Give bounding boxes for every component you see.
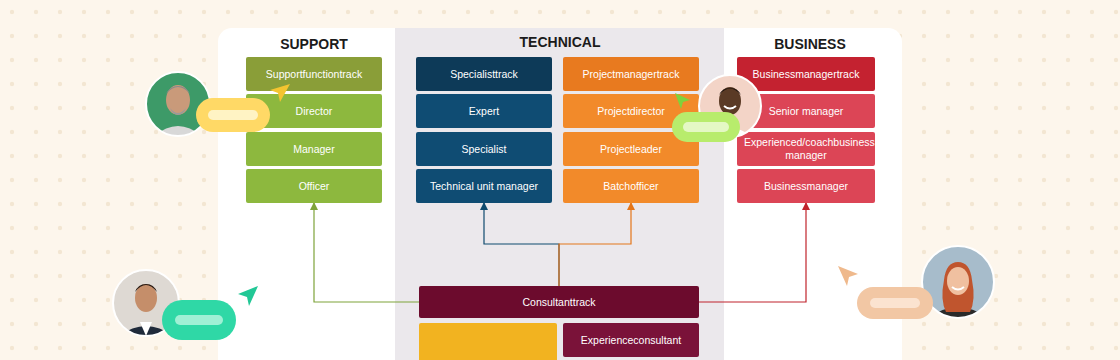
avatar <box>113 270 179 340</box>
avatar-ring <box>113 270 179 336</box>
track-box: Specialist <box>416 132 552 166</box>
connector <box>484 203 559 286</box>
box-label: Projectleader <box>600 143 662 156</box>
track-box: Technical unit manager <box>416 169 552 203</box>
track-box: Director <box>246 94 382 128</box>
cursor-arrow <box>675 93 690 109</box>
cursor-arrow <box>238 286 258 306</box>
track-box: Consultanttrack <box>419 286 699 318</box>
box-label: Manager <box>293 143 334 156</box>
column-heading: BUSINESS <box>774 36 846 52</box>
column-heading: TECHNICAL <box>520 34 601 50</box>
pill <box>162 300 236 340</box>
box-label: Businessmanagertrack <box>753 68 860 81</box>
pill <box>672 112 740 142</box>
avatar <box>699 75 761 142</box>
technical-band <box>395 28 724 360</box>
pill <box>857 287 933 319</box>
track-box: Officer <box>246 169 382 203</box>
box-label: Expert <box>469 105 499 118</box>
box-label: Senior manager <box>769 105 844 118</box>
cursor-arrow <box>270 84 290 102</box>
column-heading: SUPPORT <box>280 36 348 52</box>
box-label: Consultanttrack <box>523 296 596 309</box>
track-box: Manager <box>246 132 382 166</box>
box-label: Batchofficer <box>603 180 658 193</box>
pill <box>196 98 270 132</box>
cursor-arrow <box>838 266 858 286</box>
track-box: Experienced/coachbusiness manager <box>737 132 875 166</box>
avatar-ring <box>922 246 994 318</box>
box-label: Specialist <box>462 143 507 156</box>
box-label: Supportfunctiontrack <box>266 68 362 81</box>
pill-bar <box>208 110 258 120</box>
track-box: Specialisttrack <box>416 57 552 91</box>
box-label: Officer <box>299 180 330 193</box>
box-label: Specialisttrack <box>450 68 518 81</box>
track-box: Businessmanagertrack <box>737 57 875 91</box>
track-box: Businessmanager <box>737 169 875 203</box>
track-box: Senior manager <box>737 94 875 128</box>
track-box: Experienceconsultant <box>563 323 699 357</box>
track-box: Projectdirector <box>563 94 699 128</box>
connector <box>699 203 806 302</box>
pill-bar <box>175 315 223 325</box>
avatar-ring <box>146 72 210 136</box>
track-box: Expert <box>416 94 552 128</box>
box-label: Experienced/coachbusiness manager <box>744 136 868 161</box>
track-box: Supportfunctiontrack <box>246 57 382 91</box>
box-label: Projectdirector <box>597 105 665 118</box>
track-box: Batchofficer <box>563 169 699 203</box>
yellow-box <box>419 323 557 360</box>
connector <box>314 203 419 302</box>
box-label: Experienceconsultant <box>581 334 681 347</box>
white-panel <box>218 28 902 360</box>
pill-bar <box>870 298 920 308</box>
box-label: Technical unit manager <box>430 180 538 193</box>
box-label: Director <box>296 105 333 118</box>
box-label: Businessmanager <box>764 180 848 193</box>
avatar <box>922 246 994 322</box>
connector <box>559 203 631 286</box>
pill-bar <box>683 122 729 132</box>
box-label: Projectmanagertrack <box>583 68 680 81</box>
track-box: Projectleader <box>563 132 699 166</box>
avatar <box>146 72 210 140</box>
avatar-ring <box>699 75 761 137</box>
track-box: Projectmanagertrack <box>563 57 699 91</box>
